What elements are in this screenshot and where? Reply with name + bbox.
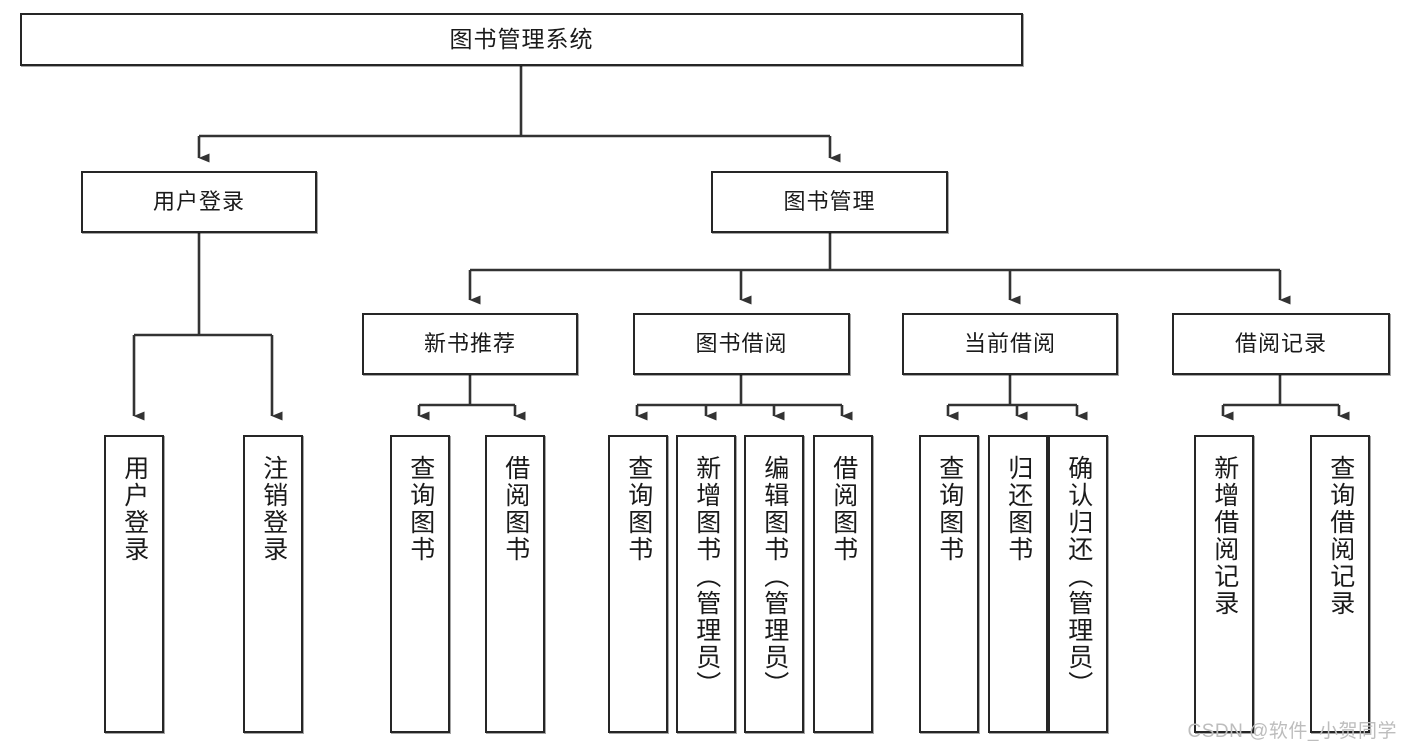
- leaf-label: 新增图书（管理员）: [692, 455, 721, 698]
- leaf-label: 编辑图书（管理员）: [760, 455, 789, 698]
- leaf-records-add-record[interactable]: 新增借阅记录: [1194, 435, 1254, 733]
- node-book-borrow-label: 图书借阅: [695, 330, 788, 356]
- leaf-label: 查询图书: [624, 455, 653, 563]
- leaf-label: 用户登录: [120, 455, 149, 563]
- node-root-label: 图书管理系统: [449, 25, 594, 52]
- node-user-login-label: 用户登录: [152, 188, 245, 214]
- leaf-current-return-book[interactable]: 归还图书: [988, 435, 1048, 733]
- leaf-label: 新增借阅记录: [1210, 455, 1239, 617]
- leaf-borrow-edit-book-admin[interactable]: 编辑图书（管理员）: [744, 435, 804, 733]
- leaf-user-login-login[interactable]: 用户登录: [104, 435, 164, 733]
- node-book-borrow[interactable]: 图书借阅: [633, 313, 850, 375]
- node-current-borrow[interactable]: 当前借阅: [902, 313, 1118, 375]
- leaf-label: 借阅图书: [501, 455, 530, 563]
- node-book-management-label: 图书管理: [783, 188, 876, 214]
- leaf-current-query-book[interactable]: 查询图书: [919, 435, 979, 733]
- leaf-label: 注销登录: [259, 455, 288, 563]
- leaf-borrow-add-book-admin[interactable]: 新增图书（管理员）: [676, 435, 736, 733]
- leaf-label: 借阅图书: [829, 455, 858, 563]
- leaf-label: 查询图书: [935, 455, 964, 563]
- leaf-user-login-logout[interactable]: 注销登录: [243, 435, 303, 733]
- leaf-records-query-record[interactable]: 查询借阅记录: [1310, 435, 1370, 733]
- leaf-borrow-query-book[interactable]: 查询图书: [608, 435, 668, 733]
- leaf-current-confirm-return-admin[interactable]: 确认归还（管理员）: [1048, 435, 1108, 733]
- node-new-book-recommend-label: 新书推荐: [423, 330, 516, 356]
- node-user-login[interactable]: 用户登录: [81, 171, 317, 233]
- leaf-recommend-query-book[interactable]: 查询图书: [390, 435, 450, 733]
- node-borrow-records[interactable]: 借阅记录: [1172, 313, 1390, 375]
- node-borrow-records-label: 借阅记录: [1234, 330, 1327, 356]
- leaf-recommend-borrow-book[interactable]: 借阅图书: [485, 435, 545, 733]
- leaf-label: 查询借阅记录: [1326, 455, 1355, 617]
- node-book-management[interactable]: 图书管理: [711, 171, 948, 233]
- leaf-label: 查询图书: [406, 455, 435, 563]
- node-root[interactable]: 图书管理系统: [20, 13, 1023, 66]
- node-new-book-recommend[interactable]: 新书推荐: [362, 313, 578, 375]
- leaf-borrow-borrow-book[interactable]: 借阅图书: [813, 435, 873, 733]
- leaf-label: 确认归还（管理员）: [1064, 455, 1093, 698]
- node-current-borrow-label: 当前借阅: [963, 330, 1056, 356]
- watermark: CSDN @软件_小贺同学: [1187, 721, 1397, 742]
- leaf-label: 归还图书: [1004, 455, 1033, 563]
